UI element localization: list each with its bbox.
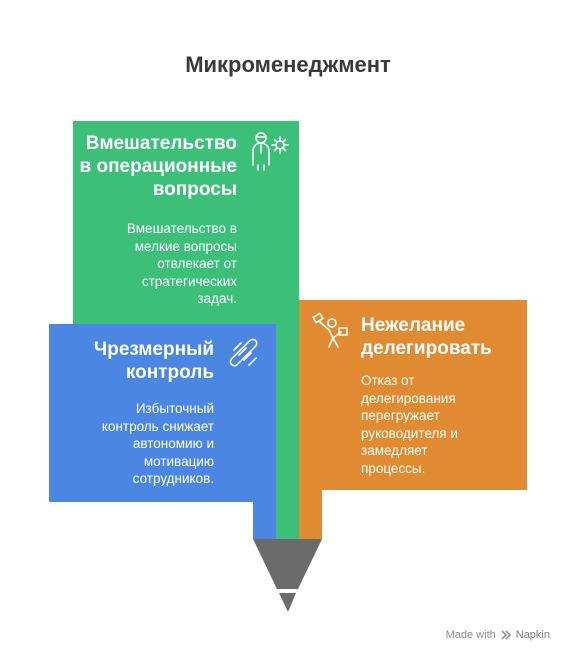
funnel-upper-segment: [253, 539, 322, 589]
card-no-delegation-text: Отказ от делегирования перегружает руков…: [361, 373, 458, 476]
stem-overcontrol: [253, 502, 276, 539]
person-gear-icon: [252, 132, 289, 171]
card-intervention-text: Вмешательство в мелкие вопросы отвлекает…: [126, 221, 237, 307]
footer: Made with Napkin: [446, 629, 550, 641]
person-carrying-icon: [312, 312, 348, 348]
card-overcontrol-title: Чрезмерный контроль: [93, 339, 214, 383]
napkin-brand: Napkin: [515, 629, 550, 641]
chain-link-icon: [229, 338, 258, 367]
diagram-title: Микроменеджмент: [185, 52, 391, 77]
funnel-lower-segment: [279, 593, 296, 612]
stem-no-delegation: [299, 490, 322, 539]
card-no-delegation: Нежелание делегировать Отказ от делегиро…: [299, 300, 527, 490]
funnel: [253, 539, 322, 612]
card-overcontrol-text: Избыточный контроль снижает автономию и …: [101, 401, 214, 487]
stem-intervention: [276, 327, 299, 539]
card-overcontrol: Чрезмерный контроль Избыточный контроль …: [49, 324, 276, 502]
card-intervention: Вмешательство в операционные вопросы Вме…: [73, 121, 299, 327]
made-with-label: Made with: [445, 629, 496, 641]
card-intervention-title: Вмешательство в операционные вопросы: [79, 133, 238, 200]
card-no-delegation-title: Нежелание делегировать: [361, 315, 492, 359]
napkin-logo-icon: [501, 630, 511, 640]
